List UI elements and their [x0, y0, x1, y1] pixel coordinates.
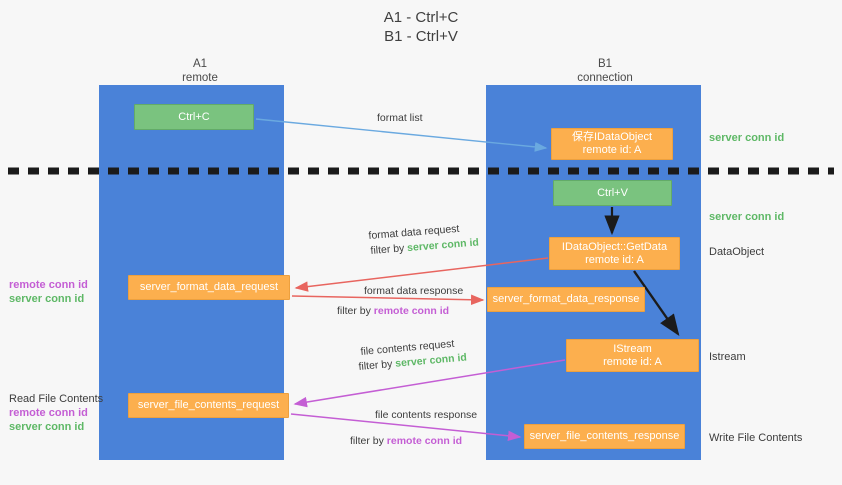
node-idataobject[interactable]: 保存IDataObject remote id: A [551, 128, 673, 160]
annotation-left-conn-ids-2: Read File Contents remote conn id server… [9, 392, 103, 434]
node-getdata-sublabel: remote id: A [585, 253, 644, 266]
annotation-write-file-contents: Write File Contents [709, 432, 803, 444]
filter-prefix-3: filter by [358, 357, 396, 373]
lane-b1-role: connection [577, 72, 633, 84]
node-idataobject-label: 保存IDataObject [571, 131, 653, 143]
lane-header-b1: B1 connection [525, 57, 685, 85]
edge-label-file-contents-response-filter: filter by remote conn id [350, 434, 462, 448]
annotation-server-conn-id-left-2: server conn id [9, 421, 85, 433]
node-server-file-contents-response[interactable]: server_file_contents_response [524, 424, 685, 449]
annotation-server-conn-id-left-1: server conn id [9, 293, 85, 305]
node-server-format-data-request[interactable]: server_format_data_request [128, 275, 290, 300]
phase-divider [8, 167, 834, 175]
node-server-file-contents-request[interactable]: server_file_contents_request [128, 393, 289, 418]
lane-a1-name: A1 [192, 58, 208, 70]
node-istream-sublabel: remote id: A [603, 355, 662, 368]
edge-label-format-data-response: format data response [364, 285, 464, 297]
node-ctrl-c[interactable]: Ctrl+C [134, 104, 254, 130]
annotation-remote-conn-id-2: remote conn id [9, 407, 88, 419]
edge-label-format-data-response-filter: filter by remote conn id [337, 304, 449, 318]
node-istream-label: IStream [613, 342, 652, 355]
filter-key-remote-conn-id-1: remote conn id [373, 305, 450, 317]
node-fdresp-label: server_format_data_response [492, 293, 640, 305]
node-server-format-data-response[interactable]: server_format_data_response [487, 287, 645, 312]
node-istream[interactable]: IStream remote id: A [566, 339, 699, 372]
annotation-remote-conn-id-1: remote conn id [9, 279, 88, 291]
edge-label-format-list: format list [377, 112, 423, 124]
annotation-server-conn-id-mid: server conn id [709, 211, 785, 223]
filter-prefix-1: filter by [370, 242, 408, 257]
filter-key-remote-conn-id-2: remote conn id [386, 435, 463, 447]
node-getdata-label: IDataObject::GetData [561, 240, 668, 253]
filter-prefix-4: filter by [350, 435, 387, 447]
annotation-server-conn-id-top: server conn id [709, 132, 785, 144]
annotation-istream: Istream [709, 351, 746, 363]
lane-b1-name: B1 [597, 58, 613, 70]
node-ctrl-v[interactable]: Ctrl+V [553, 180, 672, 206]
annotation-dataobject: DataObject [709, 246, 765, 258]
node-ctrl-c-label: Ctrl+C [178, 110, 210, 123]
filter-prefix-2: filter by [337, 305, 374, 317]
annotation-read-file-contents: Read File Contents [9, 393, 104, 405]
edge-label-file-contents-response: file contents response [375, 409, 478, 421]
annotation-left-conn-ids-1: remote conn id server conn id [9, 278, 88, 306]
node-ctrl-v-label: Ctrl+V [597, 186, 628, 199]
lane-header-a1: A1 remote [120, 57, 280, 85]
title-line-1: A1 - Ctrl+C [383, 9, 459, 26]
lane-a1-role: remote [182, 72, 218, 84]
node-fdreq-label: server_format_data_request [139, 281, 279, 293]
node-idataobject-getdata[interactable]: IDataObject::GetData remote id: A [549, 237, 680, 270]
title-line-2: B1 - Ctrl+V [384, 28, 458, 45]
node-fcresp-label: server_file_contents_response [529, 430, 680, 442]
page-title: A1 - Ctrl+C B1 - Ctrl+V [0, 8, 842, 46]
node-idataobject-sublabel: remote id: A [582, 144, 642, 156]
node-fcreq-label: server_file_contents_request [137, 399, 280, 411]
